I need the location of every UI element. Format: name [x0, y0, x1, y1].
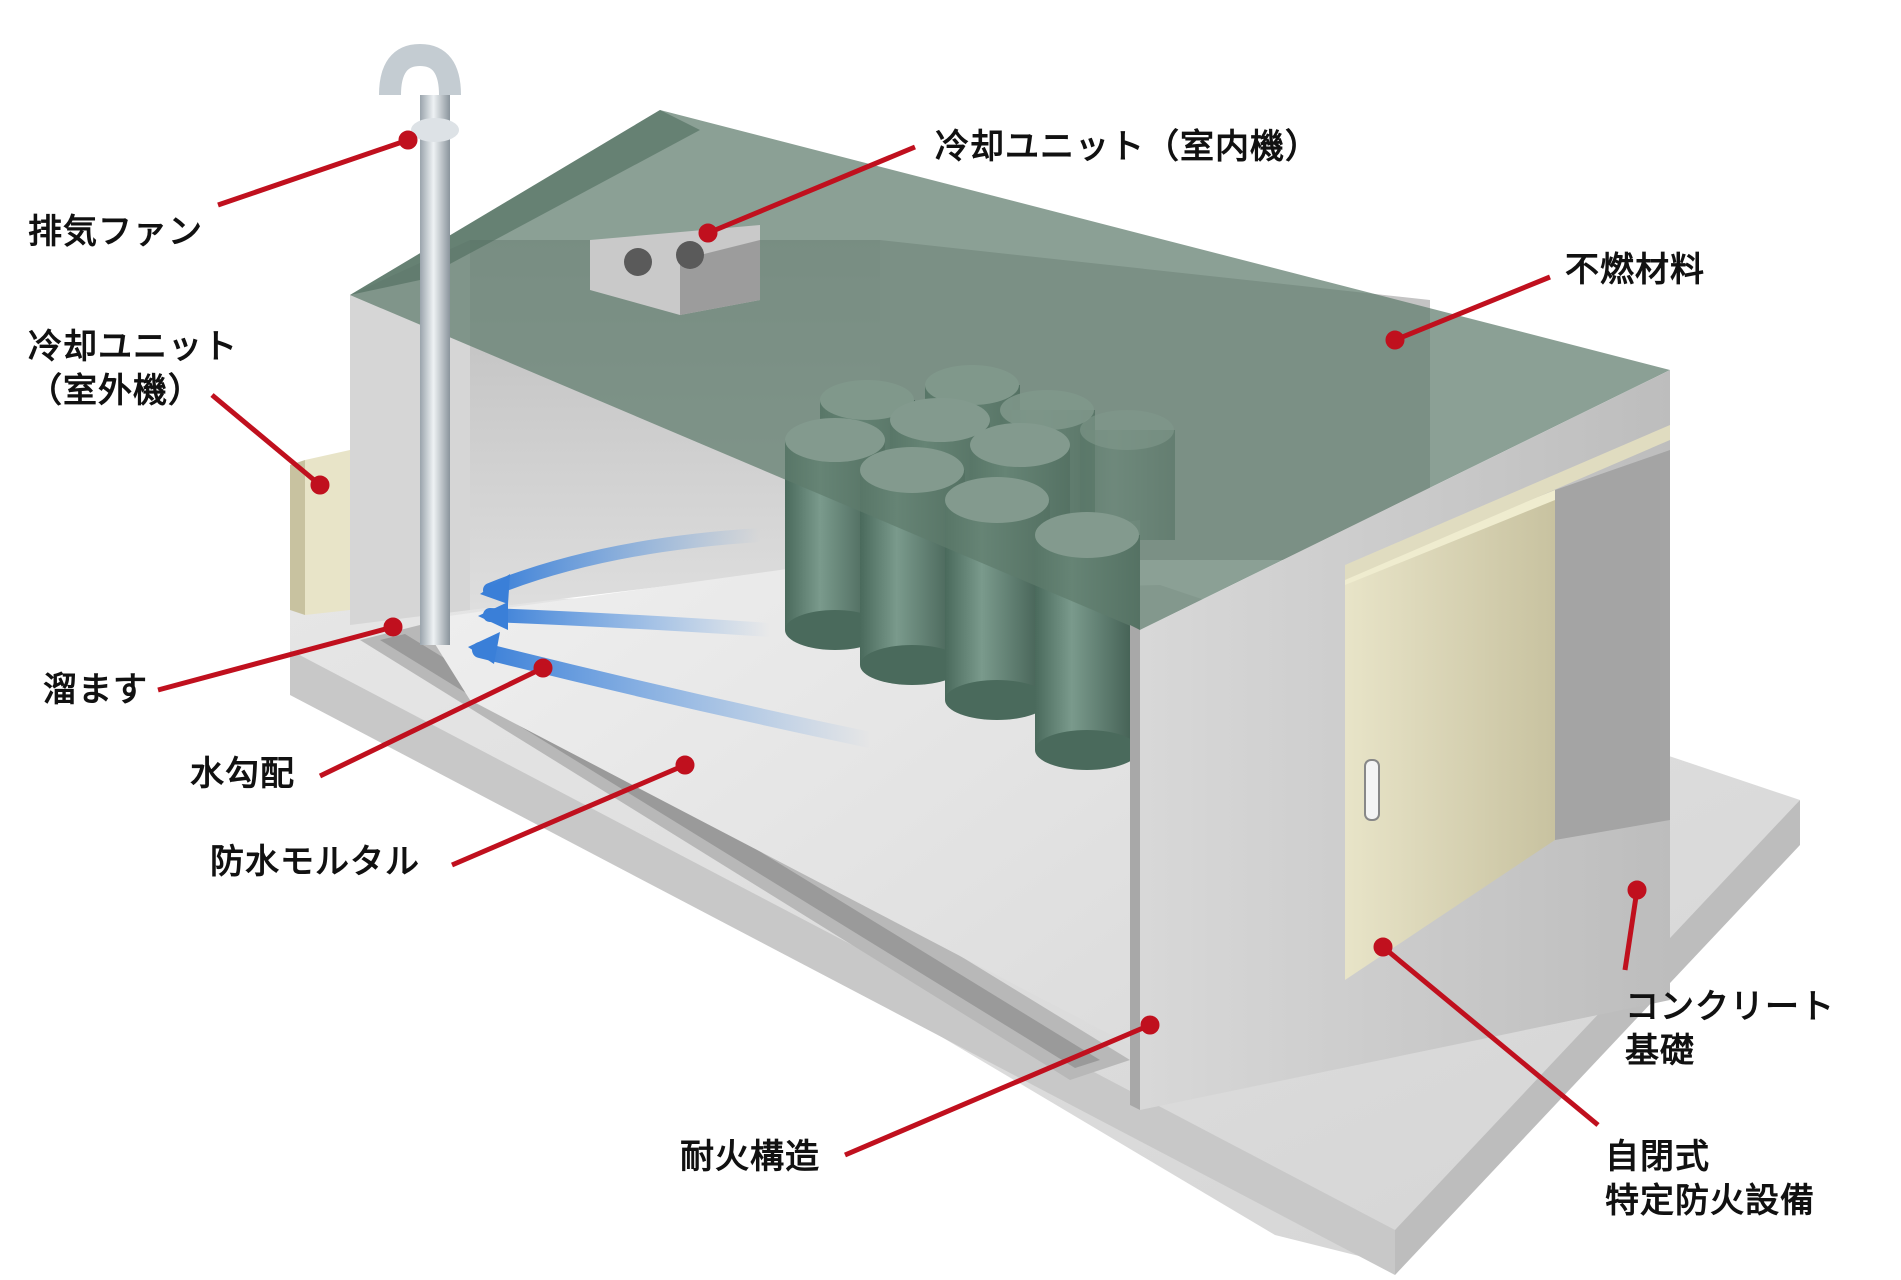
leader-dot [398, 130, 418, 150]
label-text: コンクリート [1625, 987, 1835, 1027]
exhaust-fan-pipe [379, 43, 461, 645]
leader-line [157, 624, 394, 693]
cooling-unit-outdoor [290, 450, 350, 615]
leader-dot [1373, 937, 1393, 957]
leader-line [707, 144, 916, 236]
label-text: 特定防火設備 [1605, 1181, 1815, 1221]
leader-dot [1140, 1015, 1160, 1035]
leader-line [210, 393, 322, 487]
label-text: 冷却ユニット（室内機） [935, 127, 1320, 167]
leader-lines [157, 130, 1647, 1158]
leader-dot [533, 658, 553, 678]
label-cooling-unit-indoor: 冷却ユニット（室内機） [935, 125, 1320, 169]
leader-line [318, 665, 545, 779]
label-text: 耐火構造 [680, 1137, 820, 1177]
label-cooling-unit-outdoor: 冷却ユニット （室外機） [28, 325, 238, 413]
label-text: 基礎 [1625, 1031, 1695, 1071]
label-text: 冷却ユニット [28, 327, 238, 367]
water-flow-arrows [468, 528, 878, 748]
label-text: 排気ファン [28, 212, 203, 252]
leader-dot [1627, 880, 1647, 900]
label-exhaust-fan: 排気ファン [28, 210, 203, 254]
wall-edge [1130, 625, 1140, 1110]
leader-line [1381, 945, 1600, 1127]
label-text: 防水モルタル [210, 842, 420, 882]
leader-dot [1385, 330, 1405, 350]
leader-line [844, 1022, 1151, 1158]
label-text: 自閉式 [1605, 1137, 1710, 1177]
label-text: （室外機） [28, 371, 203, 411]
leader-line [451, 762, 686, 868]
leader-line [1622, 889, 1640, 971]
label-water-slope: 水勾配 [190, 752, 295, 796]
label-sump: 溜ます [43, 668, 148, 712]
leader-dot [383, 617, 403, 637]
cooling-unit-indoor [590, 225, 760, 315]
label-text: 水勾配 [190, 754, 295, 794]
leader-dot [698, 223, 718, 243]
label-fire-resistant-structure: 耐火構造 [680, 1135, 820, 1179]
leader-dot [310, 475, 330, 495]
leader-line [1394, 274, 1551, 343]
label-concrete-foundation: コンクリート 基礎 [1625, 985, 1835, 1073]
label-waterproof-mortar: 防水モルタル [210, 840, 420, 884]
leader-line [217, 137, 409, 208]
label-text: 溜ます [43, 670, 148, 710]
leader-dot [675, 755, 695, 775]
label-nonflammable-material: 不燃材料 [1565, 248, 1705, 292]
label-fire-prevention-equipment: 自閉式 特定防火設備 [1605, 1135, 1815, 1223]
self-closing-fire-door [1345, 425, 1670, 980]
label-text: 不燃材料 [1565, 250, 1705, 290]
